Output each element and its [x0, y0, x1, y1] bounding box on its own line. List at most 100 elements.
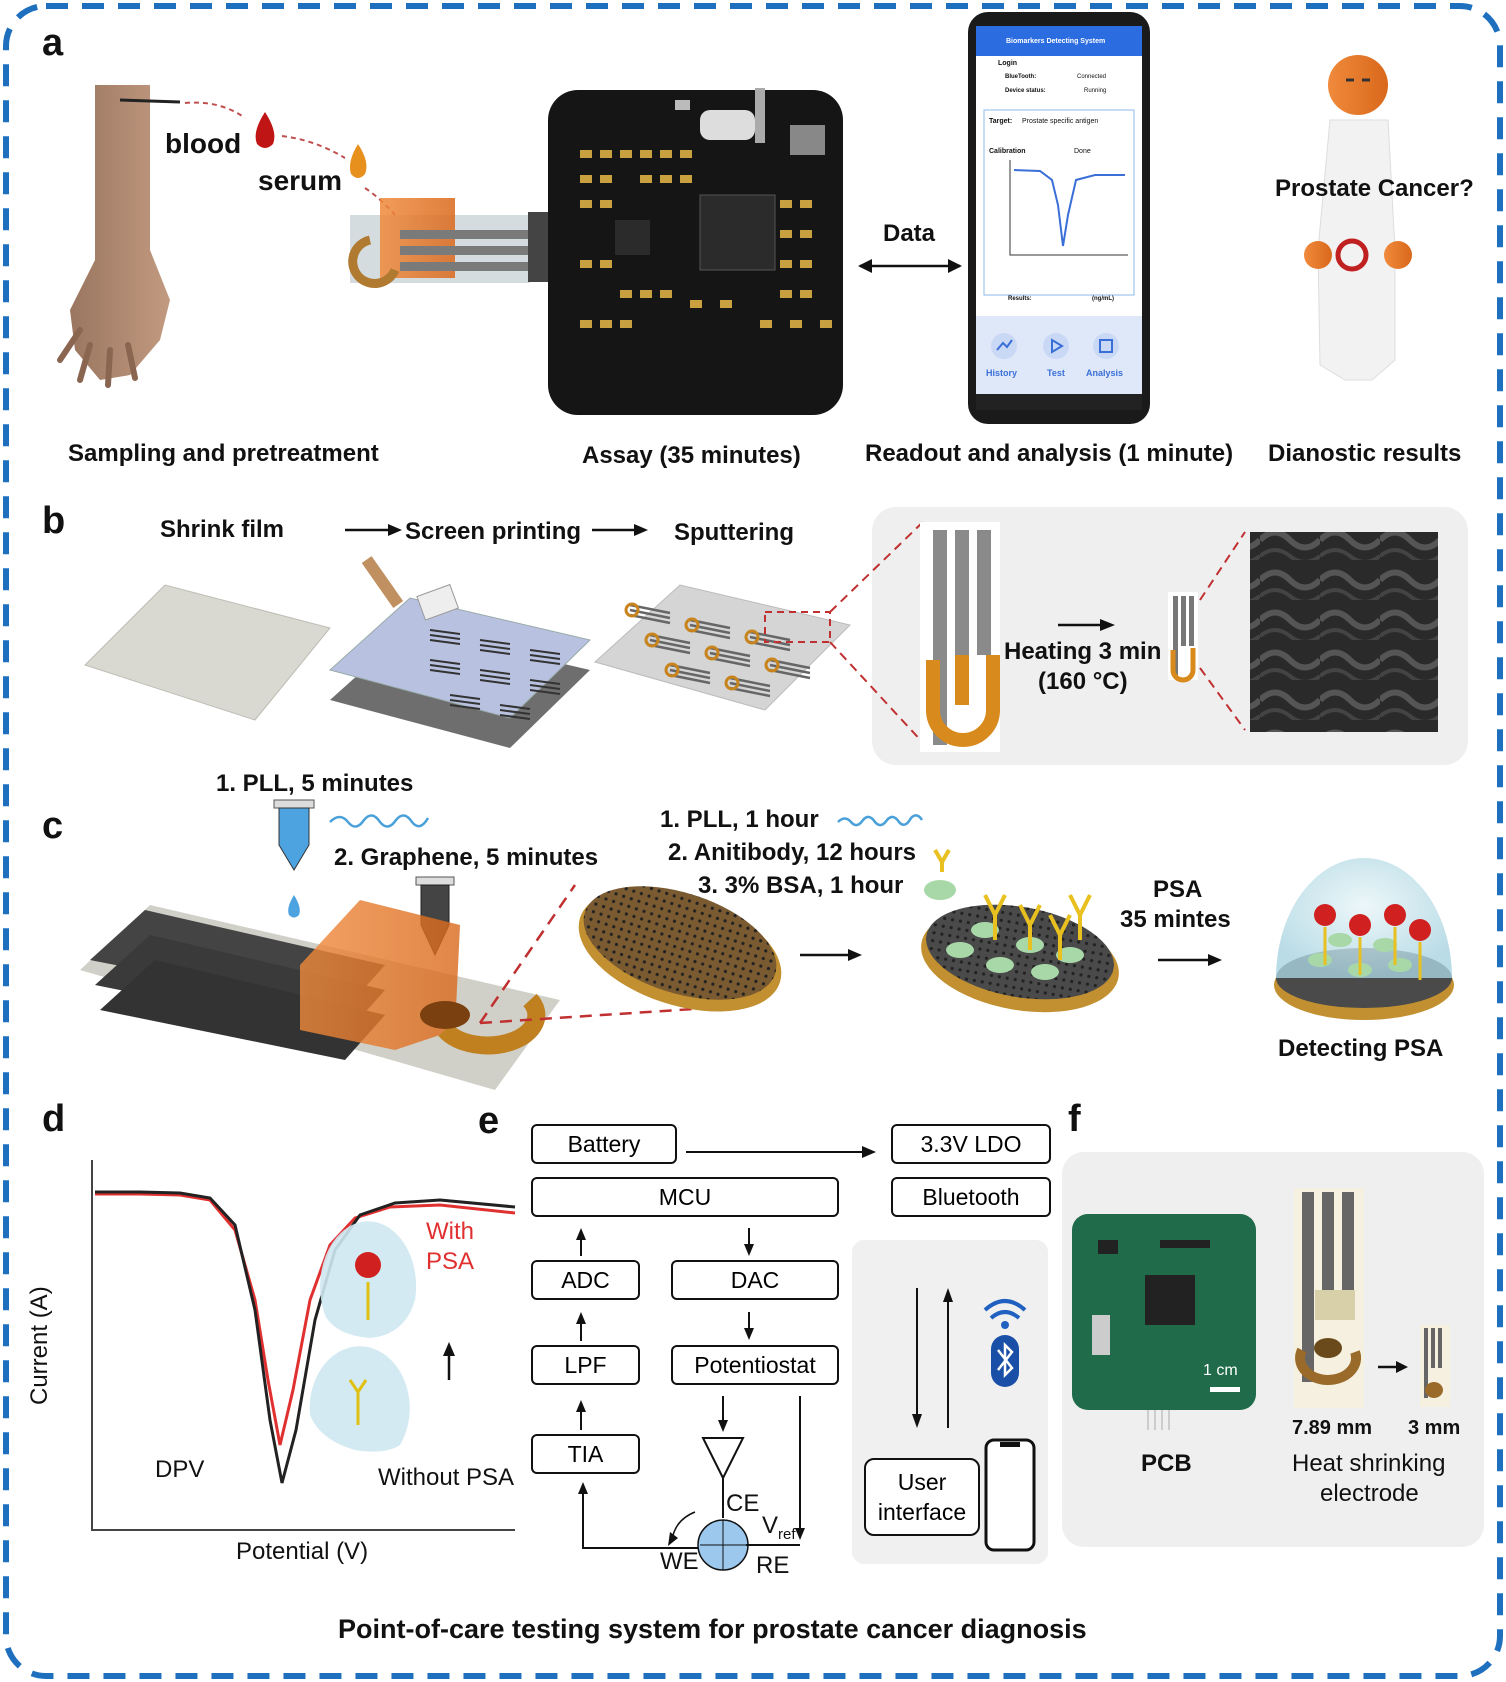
sample-arrow-1 — [184, 101, 246, 119]
printed-line — [429, 659, 461, 665]
pcb-component — [640, 175, 652, 183]
d-without-label: Without PSA — [378, 1464, 515, 1491]
d-dpv-label: DPV — [155, 1456, 205, 1483]
phone-login[interactable]: Login — [998, 60, 1018, 67]
bsa-blob — [1056, 947, 1084, 963]
printed-line — [429, 629, 461, 635]
sputtered-electrodes — [624, 602, 811, 698]
phone-nav-analysis[interactable]: Analysis — [1086, 368, 1124, 378]
pipette-1 — [273, 799, 315, 918]
box-adc: ADC — [531, 1260, 640, 1300]
label-temperature: (160 °C) — [1038, 668, 1128, 695]
antibody — [1018, 904, 1042, 950]
label-pll-5min: 1. PLL, 5 minutes — [216, 770, 414, 797]
label-serum: serum — [258, 165, 343, 196]
zoom-box-b — [764, 611, 831, 643]
phone-calibration-value: Done — [1074, 148, 1091, 155]
bsa-blob — [1328, 933, 1352, 947]
d-psa-label: PSA — [426, 1248, 475, 1275]
printed-line — [429, 634, 461, 640]
electrode-line — [689, 628, 731, 640]
step-shrink-film: Shrink film — [160, 516, 285, 543]
pcb-component — [620, 320, 632, 328]
pcb-component — [620, 150, 632, 158]
printed-line — [479, 644, 511, 650]
step-sputtering: Sputtering — [674, 519, 794, 546]
printed-line — [529, 679, 561, 685]
d-ylabel: Current (A) — [26, 1286, 53, 1405]
phone-target-label: Target: — [989, 118, 1013, 125]
curve-with-psa — [95, 1192, 516, 1446]
electrode-head — [624, 602, 640, 618]
printed-line — [479, 649, 511, 655]
phone-target-select[interactable]: Prostate specific antigen — [1022, 118, 1099, 125]
printed-line — [429, 669, 461, 675]
pcb-component — [680, 150, 692, 158]
psa-dome-decor — [1308, 904, 1431, 980]
pcb-components — [580, 150, 832, 328]
antibody-icon — [933, 848, 951, 872]
box-lpf: LPF — [531, 1345, 640, 1385]
printed-line — [499, 709, 531, 715]
pcb-component — [600, 150, 612, 158]
label-size-small: 3 mm — [1408, 1417, 1461, 1439]
printed-line — [529, 659, 561, 665]
bsa-icon — [924, 880, 956, 900]
pcb-component — [660, 290, 672, 298]
printed-line — [529, 649, 561, 655]
bsa-blob — [986, 957, 1014, 973]
antibody-disc — [921, 904, 1119, 1013]
pll-molecule-1 — [329, 814, 430, 828]
label-psa: PSA — [1153, 876, 1203, 903]
electrode-head — [724, 675, 740, 691]
d-xlabel: Potential (V) — [236, 1538, 369, 1565]
pcb-component — [680, 175, 692, 183]
dome-with-psa — [320, 1221, 417, 1338]
pcb-component — [780, 200, 792, 208]
printed-line — [449, 699, 481, 705]
screen-printing-lines — [429, 629, 561, 720]
label-prostate-cancer: Prostate Cancer? — [1275, 175, 1474, 202]
pcb-component — [600, 320, 612, 328]
pcb-component — [760, 320, 772, 328]
bsa-blob — [1388, 958, 1412, 972]
electrode-head — [644, 632, 660, 648]
label-antibody: 2. Anitibody, 12 hours — [668, 839, 917, 866]
d-axes — [91, 1160, 515, 1531]
panel-letter-c: c — [42, 805, 64, 847]
printed-line — [479, 639, 511, 645]
pcb-component — [580, 320, 592, 328]
label-re: RE — [756, 1552, 790, 1579]
pcb-component — [780, 290, 792, 298]
printed-line — [479, 669, 511, 675]
electrode-head — [684, 617, 700, 633]
pcb-component — [780, 230, 792, 238]
mini-phone — [984, 1438, 1036, 1552]
antibody — [1048, 914, 1072, 960]
pcb-component — [690, 300, 702, 308]
user-interface-line-2: interface — [877, 1499, 967, 1525]
step-screen-printing: Screen printing — [405, 518, 582, 545]
phone-device-value: Running — [1084, 88, 1107, 94]
box-battery: Battery — [531, 1124, 677, 1164]
phone-dpv-curve — [1013, 169, 1125, 247]
psa-molecule — [1349, 914, 1371, 936]
arm-illustration — [57, 85, 170, 388]
phone-nav-history[interactable]: History — [986, 368, 1018, 378]
human-figure — [1304, 55, 1412, 381]
label-vref-sub: ref — [778, 1525, 796, 1543]
scale-bar-label: 1 cm — [1203, 1362, 1238, 1379]
pcb-component — [600, 260, 612, 268]
pcb-component — [800, 230, 812, 238]
printed-line — [449, 704, 481, 710]
box-ldo: 3.3V LDO — [891, 1124, 1051, 1164]
label-size-large: 7.89 mm — [1292, 1417, 1373, 1439]
phone-nav-test[interactable]: Test — [1047, 368, 1065, 378]
label-vref-main: V — [762, 1512, 779, 1539]
printed-line — [529, 654, 561, 660]
pcb-component — [800, 290, 812, 298]
phone-calibration-label: Calibration — [989, 148, 1026, 155]
outer-frame — [3, 3, 1503, 1679]
sample-arrow-2 — [281, 135, 346, 159]
antibody — [1068, 894, 1092, 940]
